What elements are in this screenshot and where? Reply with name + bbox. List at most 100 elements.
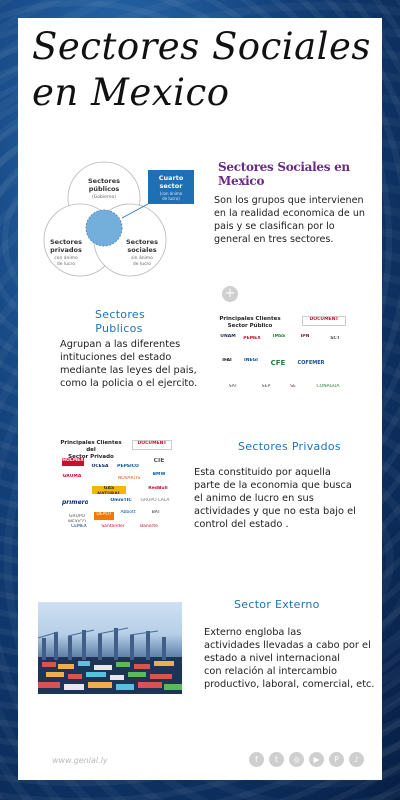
- venn-cuarto-1: Cuarto: [159, 174, 184, 182]
- intro-line: Son los grupos que intervienen: [214, 195, 364, 206]
- logo-bmw: BMW: [152, 472, 166, 477]
- privados-line: el animo de lucro en sus: [194, 493, 314, 504]
- footer-genially-link[interactable]: www.genial.ly: [52, 756, 108, 765]
- logo-ipn: IPN: [300, 334, 310, 339]
- logo-inegi: INEGI: [244, 358, 258, 363]
- externo-line: actividades llevadas a cabo por el: [204, 640, 371, 651]
- venn-privados-2: privados: [50, 246, 82, 254]
- public-panel-title-line: Sector Público: [227, 323, 273, 329]
- venn-overlap: [85, 209, 123, 247]
- logo-novartis: NOVARTIS: [117, 476, 141, 481]
- instagram-icon[interactable]: ◎: [289, 752, 304, 767]
- logo-redbull: RedBull: [148, 486, 168, 491]
- logo-grupo-mexico: GRUPO MEXICO: [68, 514, 86, 522]
- cuarto-sector-box: [148, 170, 194, 204]
- publicos-heading-line: Publicos: [95, 322, 143, 335]
- logo-se: SE: [290, 384, 296, 389]
- tiktok-icon[interactable]: ♪: [349, 752, 364, 767]
- public-panel-title-line: Principales Clientes: [219, 316, 281, 322]
- venn-publicos-1: Sectores: [88, 177, 120, 185]
- logo-depot: DEPOT: [94, 512, 114, 520]
- logo-sep: SEP: [261, 384, 271, 389]
- logo-cfe: CFE: [270, 360, 286, 367]
- logo-gruma: GRUMA: [62, 474, 82, 479]
- private-panel-title: Principales Clientes del Sector Privado: [58, 440, 124, 461]
- facebook-icon[interactable]: f: [249, 752, 264, 767]
- venn-privados-1: Sectores: [50, 238, 82, 246]
- venn-sociales-1: Sectores: [126, 238, 158, 246]
- logo-cemex: CEMEX: [71, 524, 87, 529]
- privados-line: Esta constituido por aquella: [194, 467, 331, 478]
- publicos-heading: Sectores Publicos: [95, 308, 146, 336]
- externo-line: Externo engloba las: [204, 627, 302, 638]
- logo-primero: primero: [62, 500, 88, 506]
- publicos-line: intituciones del estado: [60, 352, 172, 363]
- privados-text: Esta constituido por aquella parte de la…: [194, 466, 356, 531]
- venn-publicos-3: (Gobierno): [92, 194, 116, 200]
- logo-gas-natural: GAS NATURAL: [92, 486, 126, 494]
- externo-text: Externo engloba las actividades llevadas…: [204, 626, 375, 691]
- intro-line: general en tres sectores.: [214, 234, 334, 245]
- externo-line: productivo, laboral, comercial, etc.: [204, 679, 375, 690]
- public-clients-logo-panel: Principales Clientes Sector Público DOCU…: [214, 314, 354, 406]
- logo-imss: IMSS: [272, 334, 286, 339]
- logo-sct: SCT: [330, 336, 340, 341]
- logo-omnitic: OmniTIC: [110, 498, 132, 503]
- logo-sat: SAT: [228, 384, 238, 389]
- logo-abbott: Abbott: [120, 510, 136, 515]
- logo-bat: BAT: [151, 510, 161, 515]
- logo-santander: Santander: [101, 524, 125, 529]
- privados-line: parte de la economia que busca: [194, 480, 352, 491]
- private-clients-logo-panel: Principales Clientes del Sector Privado …: [58, 438, 176, 534]
- externo-line: con relación al intercambio: [204, 666, 338, 677]
- logo-cie: CIE: [153, 458, 165, 464]
- externo-line: estado a nivel internacional: [204, 653, 340, 664]
- port-photo-illustration: [38, 627, 182, 694]
- venn-sociales-3: sin ánimo: [131, 254, 153, 261]
- venn-publicos-2: públicos: [89, 185, 120, 193]
- logo-banorte: Banorte: [140, 524, 158, 529]
- publicos-line: mediante las leyes del pais,: [60, 365, 197, 376]
- publicos-line: Agrupan a las diferentes: [60, 339, 181, 350]
- youtube-icon[interactable]: ▶: [309, 752, 324, 767]
- logo-document-private: DOCUMENT: [132, 440, 172, 450]
- intro-heading: Sectores Sociales en Mexico: [218, 160, 350, 188]
- page-title: Sectores Sociales en Mexico: [32, 25, 371, 114]
- privados-line: control del estado .: [194, 519, 289, 530]
- logo-grupo-lala: GRUPO LALA: [140, 498, 170, 503]
- cuarto-sector-connector: [121, 203, 149, 219]
- externo-heading: Sector Externo: [234, 598, 320, 611]
- privados-heading: Sectores Privados: [238, 440, 341, 453]
- logo-ifai: IFAI: [222, 358, 232, 363]
- private-panel-title-line: Sector Privado: [68, 454, 114, 460]
- logo-unam: UNAM: [220, 334, 236, 339]
- logo-ocesa: OCESA: [91, 464, 109, 469]
- venn-sociales-2: sociales: [127, 246, 156, 254]
- logo-document: DOCUMENT: [302, 316, 346, 326]
- pinterest-icon[interactable]: P: [329, 752, 344, 767]
- venn-cuarto-3: (con ánimo: [160, 191, 183, 196]
- logo-cofemer: COFEMER: [297, 360, 325, 366]
- intro-line: pais y se clasifican por lo: [214, 221, 335, 232]
- publicos-text: Agrupan a las diferentes intituciones de…: [60, 338, 197, 390]
- venn-sociales-4: de lucro: [133, 261, 151, 267]
- logo-pemex: PEMEX: [243, 336, 261, 341]
- sectors-venn-diagram: Sectores públicos (Gobierno) Sectores pr…: [43, 161, 194, 277]
- publicos-line: como la policia o el ejercito.: [60, 378, 198, 389]
- private-panel-title-line: Principales Clientes del: [60, 440, 122, 453]
- twitter-icon[interactable]: t: [269, 752, 284, 767]
- venn-privados-3: con ánimo: [54, 254, 78, 261]
- port-containers-photo: [38, 602, 182, 694]
- venn-cuarto-4: de lucro): [162, 196, 180, 201]
- publicos-heading-line: Sectores: [95, 308, 146, 321]
- venn-cuarto-2: sector: [160, 182, 184, 190]
- logo-pepsico: PEPSICO: [117, 464, 139, 469]
- privados-line: actividades y que no esta bajo el: [194, 506, 356, 517]
- venn-privados-4: de lucro: [57, 261, 75, 267]
- infographic-card: Sectores Sociales en Mexico Sectores púb…: [18, 18, 382, 780]
- logo-holmex: HOLMEX: [62, 458, 84, 466]
- public-panel-title: Principales Clientes Sector Público: [214, 316, 286, 330]
- expand-plus-icon[interactable]: +: [222, 286, 238, 302]
- logo-conagua: CONAGUA: [316, 384, 340, 389]
- intro-text: Son los grupos que intervienen en la rea…: [214, 194, 365, 246]
